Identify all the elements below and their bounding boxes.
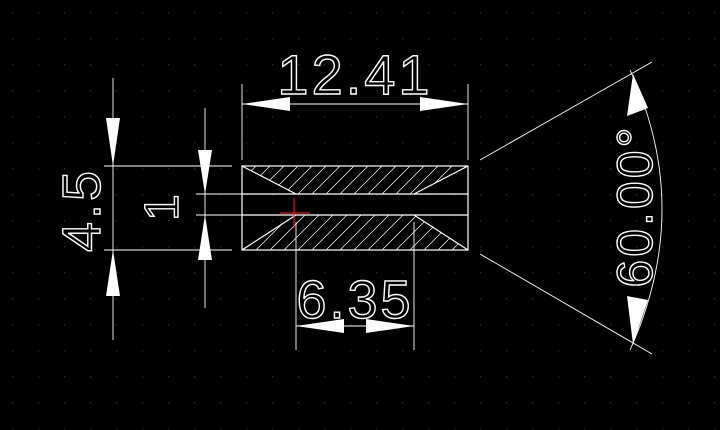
angle-ext-line-lower — [479, 253, 653, 355]
dimension-angle[interactable]: 60.00° — [479, 61, 664, 355]
hatch-line — [375, 215, 423, 250]
hatch-line — [319, 215, 367, 250]
hatch-line — [291, 215, 339, 250]
arrow-left-icon — [242, 97, 290, 111]
dimension-height-inner[interactable]: 1 — [135, 108, 292, 308]
hatch-line — [242, 166, 263, 194]
part-rectangle[interactable] — [241, 165, 469, 251]
arrow-down-icon — [627, 296, 648, 344]
arrow-right-icon — [366, 319, 414, 333]
lower-chamfer-right[interactable] — [413, 214, 469, 251]
arrow-up-icon — [198, 215, 212, 260]
hatch-line — [319, 166, 361, 194]
hatch-line — [305, 215, 353, 250]
dimension-width-top[interactable]: 12.41 — [241, 42, 469, 160]
hatch-line — [445, 215, 468, 250]
hatch-line — [333, 166, 375, 194]
dimension-label-height-inner: 1 — [136, 191, 189, 221]
arrow-up-icon — [106, 250, 120, 296]
cursor-crosshair-icon — [280, 198, 310, 228]
hatch-line — [403, 166, 445, 194]
hatch-line — [361, 166, 403, 194]
hatch-line — [277, 215, 325, 250]
dimension-label-width-bottom: 6.35 — [296, 270, 413, 330]
hatch-line — [361, 215, 409, 250]
arrow-down-icon — [198, 150, 212, 194]
hatch-line — [347, 166, 389, 194]
arrow-right-icon — [420, 97, 468, 111]
upper-chamfer-left[interactable] — [241, 165, 297, 195]
hatch-line — [263, 215, 311, 250]
dimension-label-width-top: 12.41 — [277, 43, 432, 106]
dimension-width-bottom[interactable]: 6.35 — [295, 222, 415, 350]
dimension-height-outer[interactable]: 4.5 — [51, 78, 232, 340]
hatch-line — [375, 166, 417, 194]
dimension-label-angle: 60.00° — [607, 124, 663, 287]
hatch-line — [291, 166, 333, 194]
hatch-line — [333, 215, 381, 250]
lower-chamfer-left[interactable] — [241, 214, 297, 251]
hatch-line — [347, 215, 395, 250]
dimension-label-height-outer: 4.5 — [52, 168, 112, 252]
upper-chamfer-right[interactable] — [413, 165, 469, 195]
arrow-left-icon — [296, 319, 344, 333]
hatch-line — [389, 166, 431, 194]
arrow-down-icon — [106, 118, 120, 166]
hatch-line — [305, 166, 347, 194]
angle-ext-line-upper — [479, 61, 653, 161]
arrow-up-icon — [627, 74, 648, 116]
